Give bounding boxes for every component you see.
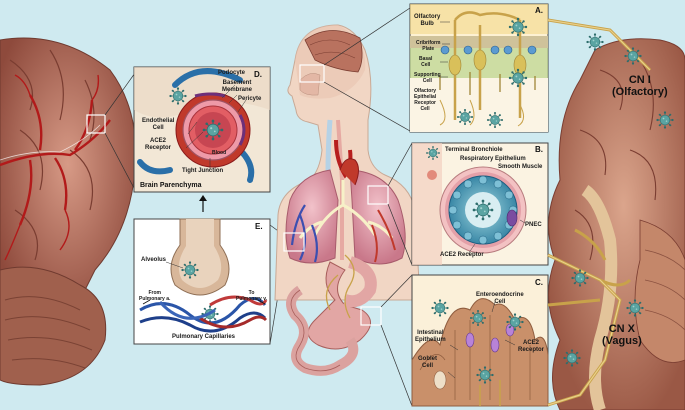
label-supporting-cell: Supporting Cell — [414, 72, 441, 84]
label-ace2-receptor-c: ACE2 Receptor — [518, 340, 545, 353]
panel-a-letter: A. — [535, 6, 543, 15]
label-blood: Blood — [212, 150, 227, 156]
right-brain — [548, 38, 685, 410]
label-olfactory-bulb: Olfactory Bulb — [414, 14, 441, 27]
panel-e-letter: E. — [255, 222, 263, 231]
lungs — [283, 158, 406, 265]
label-basal-cell: Basal Cell — [419, 56, 433, 68]
label-tight-junction: Tight Junction — [182, 168, 224, 174]
label-intestinal-epithelium: Intestinal Epithelium — [415, 330, 446, 343]
panel-b-bronchiole — [387, 142, 549, 266]
panel-c-letter: C. — [535, 278, 543, 287]
label-respiratory-epithelium: Respiratory Epithelium — [460, 156, 526, 162]
label-alveolus: Alveolus — [141, 257, 167, 263]
label-smooth-muscle: Smooth Muscle — [498, 164, 543, 170]
panel-d-letter: D. — [254, 70, 262, 79]
label-to-pulmonary-v: To Pulmonary v. — [236, 290, 268, 302]
label-from-pulmonary-a: From Pulmonary a. — [139, 290, 171, 302]
label-ace2-receptor-b: ACE2 Receptor — [440, 252, 484, 258]
label-cn1-olfactory: CN I (Olfactory) — [612, 74, 668, 98]
panel-d-bbb — [104, 66, 271, 193]
label-pericyte: Pericyte — [238, 96, 262, 102]
label-cribriform-plate: Cribriform Plate — [416, 40, 441, 52]
label-olfactory-receptor-cell: Olfactory Epithelial Receptor Cell — [414, 88, 437, 112]
panel-a-olfactory — [323, 3, 549, 133]
label-pulmonary-capillaries: Pulmonary Capillaries — [172, 334, 236, 340]
panel-c-intestine — [380, 274, 549, 407]
label-basement-membrane: Basement Membrane — [222, 80, 253, 93]
label-ace2-receptor-d: ACE2 Receptor — [145, 138, 172, 151]
label-enteroendocrine-cell: Enteroendocrine Cell — [476, 292, 524, 305]
left-brain — [0, 37, 137, 386]
label-terminal-bronchiole: Terminal Bronchiole — [445, 147, 503, 153]
panel-b-letter: B. — [535, 145, 543, 154]
label-goblet-cell: Goblet Cell — [418, 356, 437, 369]
intestines — [286, 254, 382, 376]
label-brain-parenchyma: Brain Parenchyma — [140, 182, 202, 189]
label-pnec: PNEC — [525, 222, 542, 228]
label-endothelial-cell: Endothelial Cell — [142, 118, 175, 131]
label-cn10-vagus: CN X (Vagus) — [602, 323, 642, 347]
panel-e-alveolus — [133, 218, 286, 345]
label-podocyte: Podocyte — [218, 70, 246, 76]
